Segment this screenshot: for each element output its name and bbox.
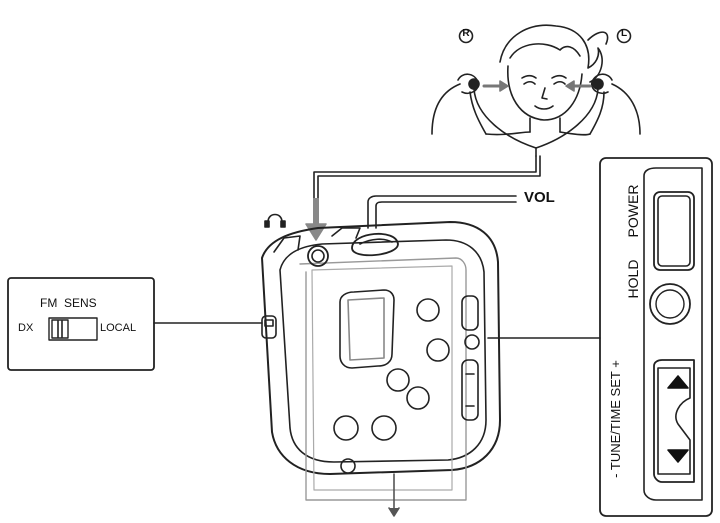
right-ear-mark [458,28,474,44]
volume-label: VOL [524,189,555,206]
person-illustration [313,24,641,199]
hold-label: HOLD [625,259,641,299]
tune-time-set-label: - TUNE/TIME SET + [608,360,623,478]
fm-sens-inset [7,277,155,371]
left-ear-mark [616,28,632,44]
headphone-icon [264,213,286,228]
control-inset [599,157,713,517]
dx-label: DX [18,322,34,334]
fm-sens-label: FM SENS [40,296,97,310]
radio-body [261,221,501,501]
up-arrow-icon [667,375,689,389]
down-arrow-icon [667,449,689,463]
left-ear-label: L [620,28,628,39]
right-ear-label: R [462,28,470,39]
power-label: POWER [625,184,641,238]
local-label: LOCAL [100,322,137,334]
